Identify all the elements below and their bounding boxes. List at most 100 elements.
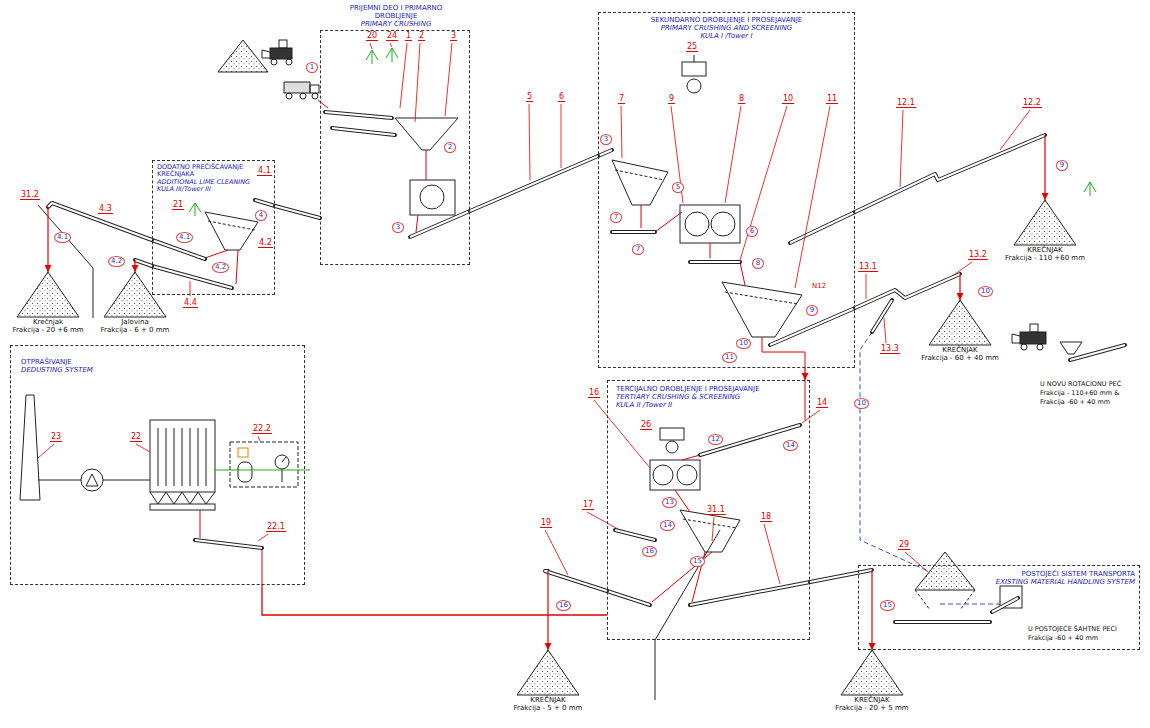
callout-number: 8 [738,94,745,104]
conveyor-belt [690,260,740,264]
leader-line [587,512,618,529]
callout-number: 24 [386,31,398,41]
stockpile-heap [516,650,580,696]
leader-line [671,106,683,203]
callout-number: 4.3 [98,204,113,214]
stockpile-heap [103,272,167,318]
leader-line [529,104,530,180]
note-text: N12 [812,282,826,290]
leader-line [136,444,150,452]
callout-number: 31.1 [706,505,726,515]
leader-line [905,552,928,572]
conveyor-belt-inner [152,240,205,259]
stockpile: JalovinaFrakcija - 6 + 0 mm [85,272,185,334]
stockpile-outline [841,650,903,695]
material-drop [959,274,960,300]
callout-number: 13.3 [880,344,900,354]
callout-number: 11 [826,94,838,104]
stockpile-heap [928,300,992,346]
leader-line [621,106,622,158]
conveyor-belt-inner [992,598,1018,612]
material-drop [871,570,872,650]
callout-number: 9 [668,94,675,104]
material-drop [47,207,48,272]
stream-number: 16 [642,546,657,557]
section-title: PRIJEMNI DEO I PRIMARNO DROBLJENJE [341,4,451,20]
stockpile-outline [17,272,79,317]
callout-number: 25 [686,42,698,52]
conveyor-belt [255,200,275,206]
stockpile-heap [840,650,904,696]
stream-number: 5 [672,182,684,193]
conveyor-belt-inner [325,112,392,118]
callout-number: 17 [582,500,594,510]
stream-number: 4.1 [176,232,193,243]
stream-number: 1 [306,62,318,73]
callout-number: 21 [172,200,184,210]
stockpile-outline [1014,200,1076,245]
callout-number: 5 [526,92,533,102]
material-drop [547,571,548,650]
callout-number: 3 [450,31,457,41]
conveyor-line [470,156,598,211]
stream-number: 10 [978,286,993,297]
conveyor-belt [992,598,1018,612]
conveyor-line [48,203,152,272]
section-subtitle: PRIMARY CRUSHING AND SCREENING [639,24,814,32]
conveyor-belt [275,206,320,218]
leader-line [802,410,820,423]
stream-number: 4.2 [108,256,125,267]
conveyor-belt-inner [612,231,655,233]
section-title: SEKUNDARNO DROBLJENJE I PROSEJAVANJE [639,16,814,24]
conveyor-belt [895,620,990,624]
section-subtitle: EXISTING MATERIAL HANDLING SYSTEM [989,578,1135,586]
fraction-label: Frakcija - 110 +60 mm [995,254,1095,262]
conveyor-belt [1070,345,1125,360]
material-label: Jalovina [85,318,185,326]
stockpile-heap [16,272,80,318]
callout-number: 18 [760,512,772,522]
flow-line [262,585,607,615]
section-subtitle: ADDITIONAL LIME CLEANING [157,179,254,186]
leader-line [594,400,650,468]
stream-number: 4.1 [54,232,71,243]
plant-section: DODATNO PREČIŠĆAVANJE KREČNJAKAADDITIONA… [152,160,275,295]
fraction-label: Frakcija - 6 + 0 mm [85,326,185,334]
conveyor-belt-inner [855,274,960,308]
leader-line [258,534,268,541]
conveyor-belt-inner [545,571,607,591]
conveyor-belt [545,571,607,591]
stream-number: 10 [854,398,869,409]
callout-number: 22 [130,432,142,442]
stockpile-outline [929,300,991,345]
stream-number: 8 [752,258,764,269]
fraction-label: Frakcija - 60 + 40 mm [910,354,1010,362]
stream-number: 15 [690,556,705,567]
callout-number: 13.1 [858,262,878,272]
stockpile-heap [1013,200,1077,246]
stream-number: 10 [736,338,751,349]
callout-number: 12.1 [896,98,916,108]
stockpile-outline [517,650,579,695]
stream-number: 14 [783,440,798,451]
leader-line [795,106,830,288]
stream-number: 4 [255,210,267,221]
flow-line-path [804,368,805,380]
material-label: KREČNJAK [822,696,922,704]
section-subtitle: DEDUSTING SYSTEM [21,366,151,374]
callout-number: 12.2 [1022,98,1042,108]
conveyor-belt-inner [810,570,872,582]
leader-line [740,106,787,260]
fraction-label: Frakcija - 20 + 5 mm [822,704,922,712]
callout-number: 31.2 [20,190,40,200]
section-title: TERCIJALNO DROBLJENJE I PROSEJAVANJE [616,385,781,393]
stream-number: 7 [610,212,622,223]
stream-number: 9 [1056,160,1068,171]
conveyor-belt [152,240,205,259]
callout-number: 4.2 [258,238,273,248]
callout-number: 4.1 [257,166,272,176]
section-subtitle: KULA I /Tower I [639,32,814,40]
